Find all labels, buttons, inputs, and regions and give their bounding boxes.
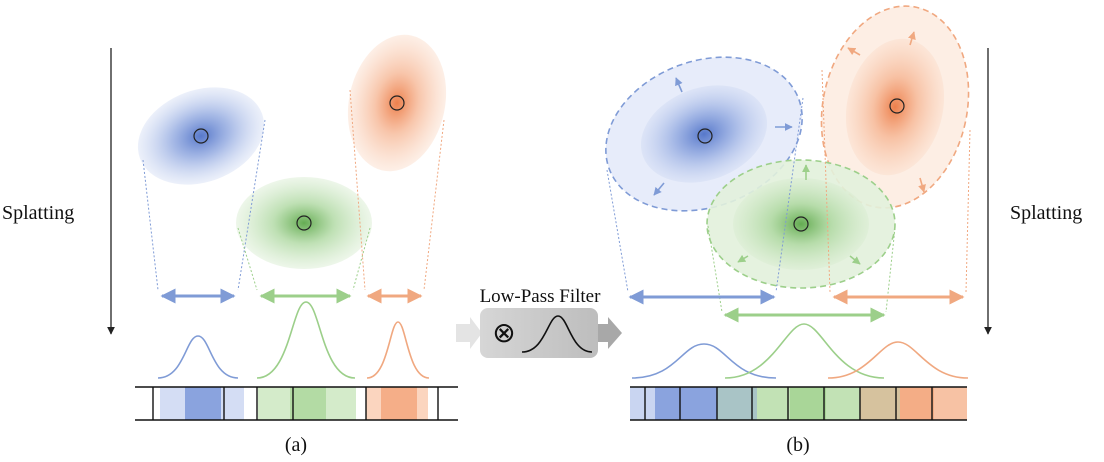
pixel-strip-a <box>135 386 458 421</box>
filter-box <box>480 308 598 358</box>
gaussian-green-b <box>733 178 869 270</box>
splatting-label-left: Splatting <box>2 202 74 224</box>
gaussian-blue-b <box>640 85 768 183</box>
gaussian-blue <box>137 87 265 185</box>
gaussian-green <box>236 177 372 269</box>
curve-blue-a <box>157 335 239 379</box>
pixel-strip-b <box>630 386 967 421</box>
panel-b: Splatting <box>605 5 1082 456</box>
panel-a-label: (a) <box>285 434 307 456</box>
panel-b-label: (b) <box>786 434 809 456</box>
gaussian-center-green <box>296 215 312 231</box>
gaussian-center-green-b <box>793 216 809 232</box>
gaussian-orange-b <box>845 38 945 176</box>
splatting-label-right: Splatting <box>1010 202 1082 224</box>
curve-blue-b <box>631 343 777 379</box>
filter-label: Low-Pass Filter <box>480 286 602 307</box>
curve-orange-b <box>827 341 969 379</box>
panel-a: Splatting <box>2 34 458 456</box>
convolution-icon: ⊗ <box>492 318 515 349</box>
gaussian-center-blue-b <box>697 128 713 144</box>
curve-orange-a <box>366 321 430 379</box>
curve-green-a <box>256 301 356 379</box>
gaussian-orange <box>347 34 447 172</box>
filter-output-arrow <box>598 317 622 349</box>
gaussian-center-blue <box>193 128 209 144</box>
curve-green-b <box>724 323 885 379</box>
dilation-arrows <box>653 31 926 265</box>
filter-gaussian-icon <box>521 315 593 353</box>
gaussian-center-orange-b <box>889 98 905 114</box>
low-pass-filter: Low-Pass Filter ⊗ <box>456 286 622 358</box>
filter-input-arrow <box>456 317 482 349</box>
projection-lines-a <box>142 89 445 291</box>
gaussian-center-orange <box>389 95 405 111</box>
